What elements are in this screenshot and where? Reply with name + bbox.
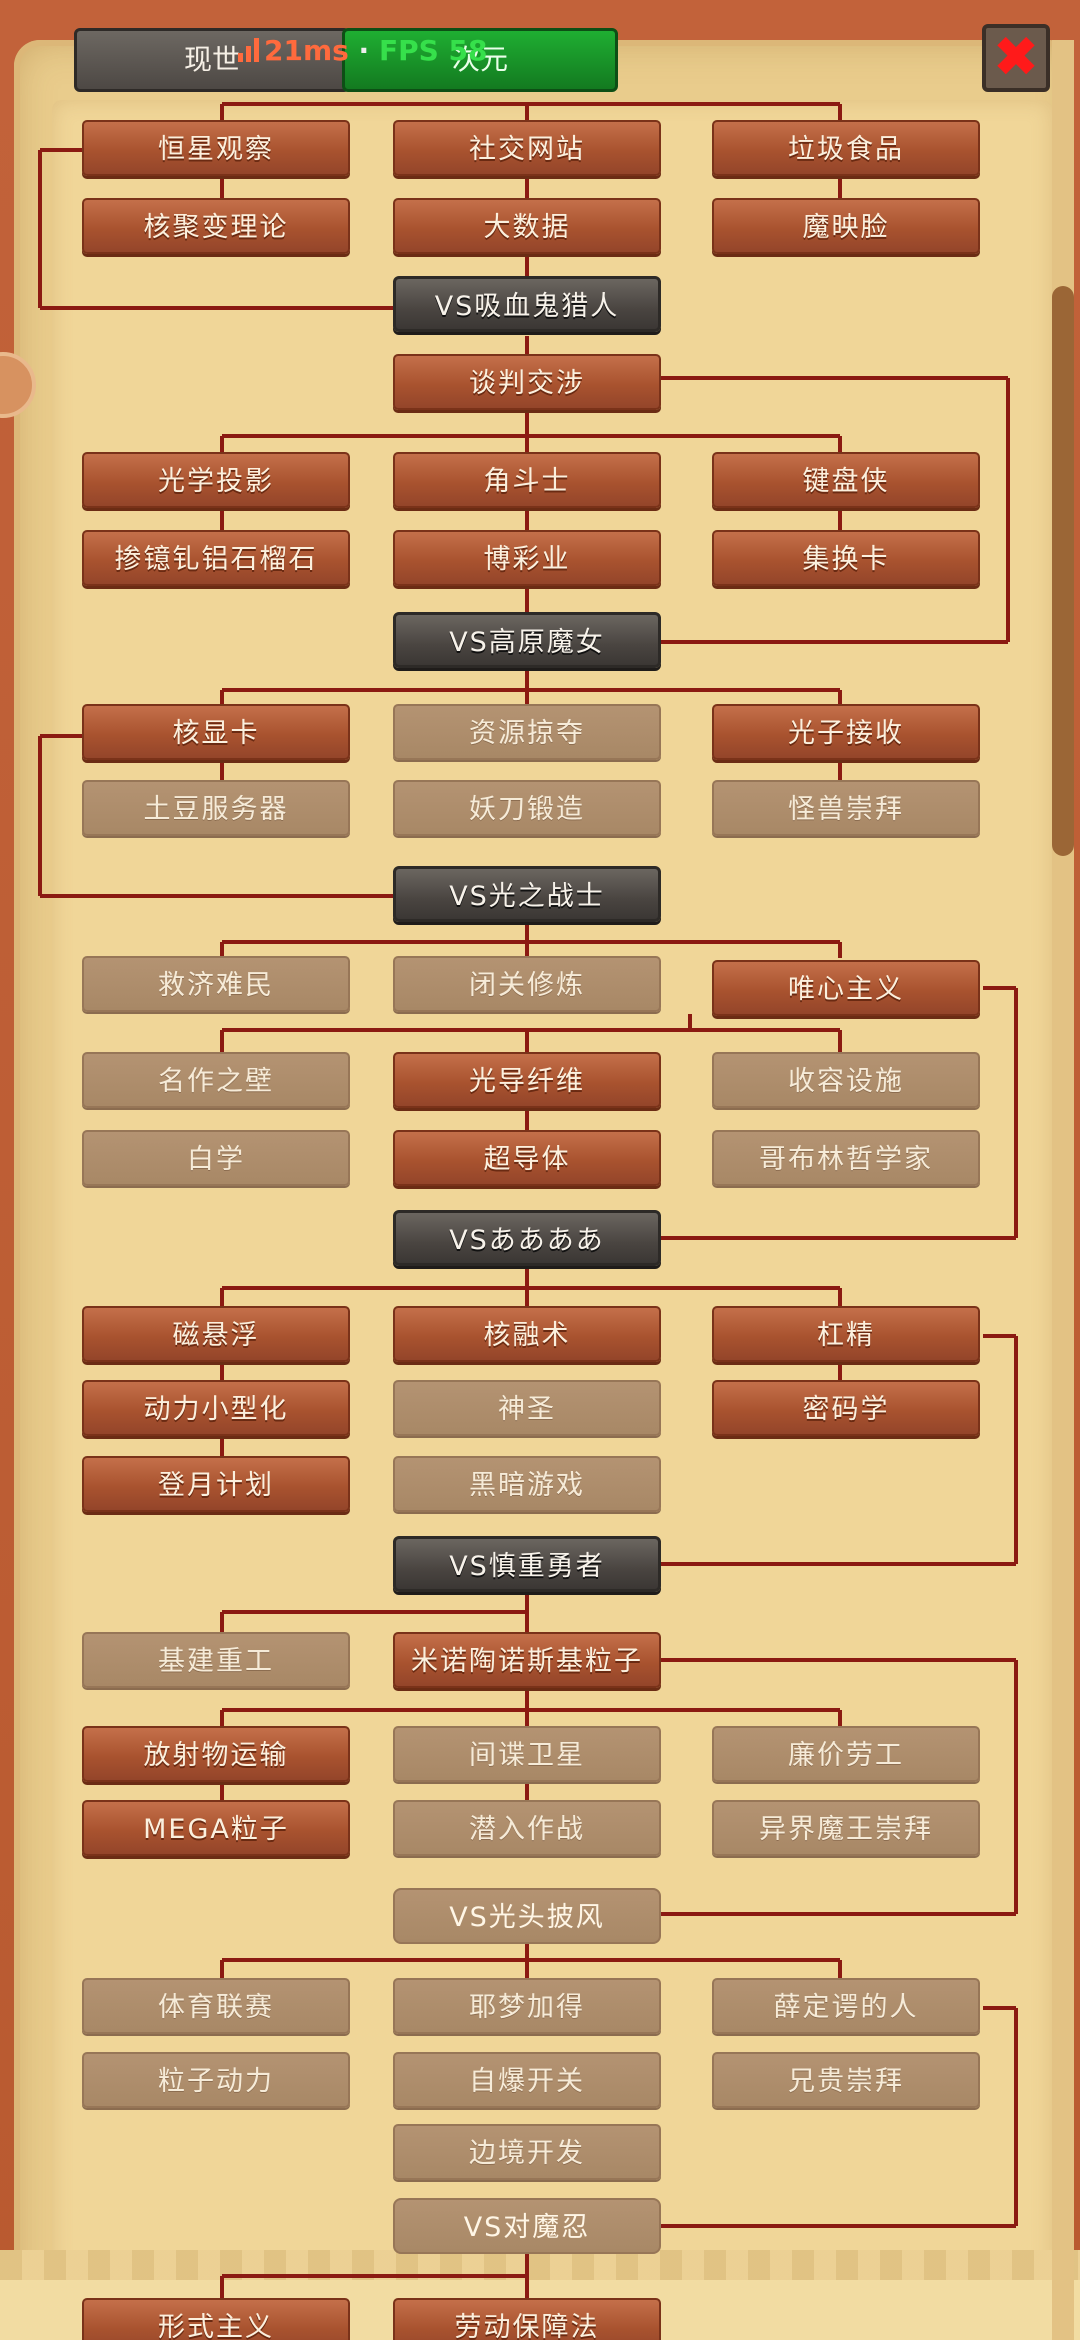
tech-node[interactable]: 动力小型化: [82, 1380, 350, 1436]
tech-node[interactable]: 社交网站: [393, 120, 661, 176]
parchment-inner: [52, 100, 1052, 2290]
tech-node[interactable]: 怪兽崇拜: [712, 780, 980, 836]
tech-node[interactable]: 哥布林哲学家: [712, 1130, 980, 1186]
tech-node[interactable]: 兄贵崇拜: [712, 2052, 980, 2108]
tech-node[interactable]: 杠精: [712, 1306, 980, 1362]
tab-real-world[interactable]: 现世: [74, 28, 350, 92]
tech-node[interactable]: 闭关修炼: [393, 956, 661, 1012]
tech-node[interactable]: 救济难民: [82, 956, 350, 1012]
tech-node[interactable]: 集换卡: [712, 530, 980, 586]
tech-node[interactable]: 光学投影: [82, 452, 350, 508]
tech-node[interactable]: 白学: [82, 1130, 350, 1186]
tech-node[interactable]: 自爆开关: [393, 2052, 661, 2108]
tech-node[interactable]: 唯心主义: [712, 960, 980, 1016]
tech-node[interactable]: 恒星观察: [82, 120, 350, 176]
tech-node[interactable]: 潜入作战: [393, 1800, 661, 1856]
tab-second-dimension[interactable]: 次元: [342, 28, 618, 92]
tech-node[interactable]: 名作之壁: [82, 1052, 350, 1108]
tech-node[interactable]: 土豆服务器: [82, 780, 350, 836]
tech-node[interactable]: 光子接收: [712, 704, 980, 760]
tech-node[interactable]: 薛定谔的人: [712, 1978, 980, 2034]
close-button[interactable]: ✖: [982, 24, 1050, 92]
boss-node[interactable]: VSああああ: [393, 1210, 661, 1266]
tech-node[interactable]: 间谍卫星: [393, 1726, 661, 1782]
tech-node[interactable]: 体育联赛: [82, 1978, 350, 2034]
boss-node[interactable]: VS光之战士: [393, 866, 661, 922]
tech-node[interactable]: 耶梦加得: [393, 1978, 661, 2034]
boss-node[interactable]: VS高原魔女: [393, 612, 661, 668]
tech-node[interactable]: 密码学: [712, 1380, 980, 1436]
tech-node[interactable]: 键盘侠: [712, 452, 980, 508]
tech-node[interactable]: 粒子动力: [82, 2052, 350, 2108]
tech-node[interactable]: 磁悬浮: [82, 1306, 350, 1362]
tech-node[interactable]: 博彩业: [393, 530, 661, 586]
tech-node[interactable]: 资源掠夺: [393, 704, 661, 760]
boss-node[interactable]: VS对魔忍: [393, 2198, 661, 2254]
signal-icon: [238, 36, 260, 62]
tech-node[interactable]: 超导体: [393, 1130, 661, 1186]
boss-node[interactable]: VS光头披风: [393, 1888, 661, 1944]
boss-node[interactable]: VS吸血鬼猎人: [393, 276, 661, 332]
tech-node[interactable]: 廉价劳工: [712, 1726, 980, 1782]
tech-node[interactable]: 形式主义: [82, 2298, 350, 2340]
tech-node[interactable]: 光导纤维: [393, 1052, 661, 1108]
tech-node[interactable]: 放射物运输: [82, 1726, 350, 1782]
boss-node[interactable]: VS慎重勇者: [393, 1536, 661, 1592]
tech-node[interactable]: 边境开发: [393, 2124, 661, 2180]
tech-node[interactable]: 魔映脸: [712, 198, 980, 254]
tech-node[interactable]: 掺镱钆铝石榴石: [82, 530, 350, 586]
tech-node[interactable]: 基建重工: [82, 1632, 350, 1688]
tech-node[interactable]: 收容设施: [712, 1052, 980, 1108]
tech-node[interactable]: 劳动保障法: [393, 2298, 661, 2340]
tech-node[interactable]: 角斗士: [393, 452, 661, 508]
tech-node[interactable]: 大数据: [393, 198, 661, 254]
tech-node[interactable]: 谈判交涉: [393, 354, 661, 410]
tech-node[interactable]: 登月计划: [82, 1456, 350, 1512]
tech-node[interactable]: 核聚变理论: [82, 198, 350, 254]
tech-node[interactable]: 米诺陶诺斯基粒子: [393, 1632, 661, 1688]
tech-node[interactable]: MEGA粒子: [82, 1800, 350, 1856]
fps-readout: FPS 58: [378, 34, 488, 67]
tech-node[interactable]: 妖刀锻造: [393, 780, 661, 836]
scrollbar-thumb[interactable]: [1052, 286, 1074, 856]
performance-overlay: 21ms · FPS 58: [238, 34, 487, 67]
tech-node[interactable]: 黑暗游戏: [393, 1456, 661, 1512]
tech-node[interactable]: 核显卡: [82, 704, 350, 760]
close-icon: ✖: [992, 25, 1040, 90]
tech-node[interactable]: 神圣: [393, 1380, 661, 1436]
tech-node[interactable]: 异界魔王崇拜: [712, 1800, 980, 1856]
tech-node[interactable]: 垃圾食品: [712, 120, 980, 176]
latency-readout: 21ms: [264, 34, 349, 67]
tech-node[interactable]: 核融术: [393, 1306, 661, 1362]
